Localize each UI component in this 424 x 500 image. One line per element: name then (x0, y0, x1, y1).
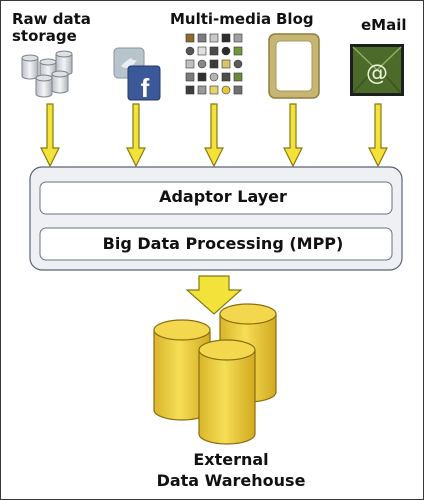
adaptor-layer-box (39, 181, 393, 215)
arrow-blog-to-adaptor (283, 103, 303, 168)
facebook-glyph: f (141, 73, 150, 103)
media-collage-icon (185, 33, 243, 95)
blog-label: Blog (276, 10, 314, 28)
raw-data-label-line1: Raw data (12, 10, 91, 28)
arrow-email-to-adaptor (368, 103, 388, 168)
blog-page-icon (268, 33, 320, 99)
warehouse-label-line2: Data Warehouse (156, 471, 306, 490)
arrow-raw-to-adaptor (40, 103, 60, 168)
warehouse-label-line1: External (193, 450, 269, 469)
adaptor-layer-label: Adaptor Layer (159, 187, 287, 206)
multimedia-label: Multi-media (170, 10, 272, 28)
email-envelope-icon: @ (350, 44, 404, 96)
raw-data-storage-label: Raw data storage (12, 11, 91, 45)
database-cylinders-icon (21, 50, 73, 98)
raw-data-label-line2: storage (12, 27, 77, 45)
data-warehouse-cylinders-icon (153, 303, 277, 445)
email-label: eMail (361, 16, 407, 34)
external-data-warehouse-label: External Data Warehouse (136, 449, 326, 491)
at-sign-glyph: @ (366, 61, 388, 86)
big-data-processing-label: Big Data Processing (MPP) (102, 234, 344, 253)
arrow-processing-to-warehouse (185, 275, 243, 315)
twitter-facebook-icon: f (113, 47, 161, 103)
arrow-social-to-adaptor (126, 103, 146, 168)
mpp-box (39, 227, 393, 261)
arrow-multimedia-to-adaptor (204, 103, 224, 168)
